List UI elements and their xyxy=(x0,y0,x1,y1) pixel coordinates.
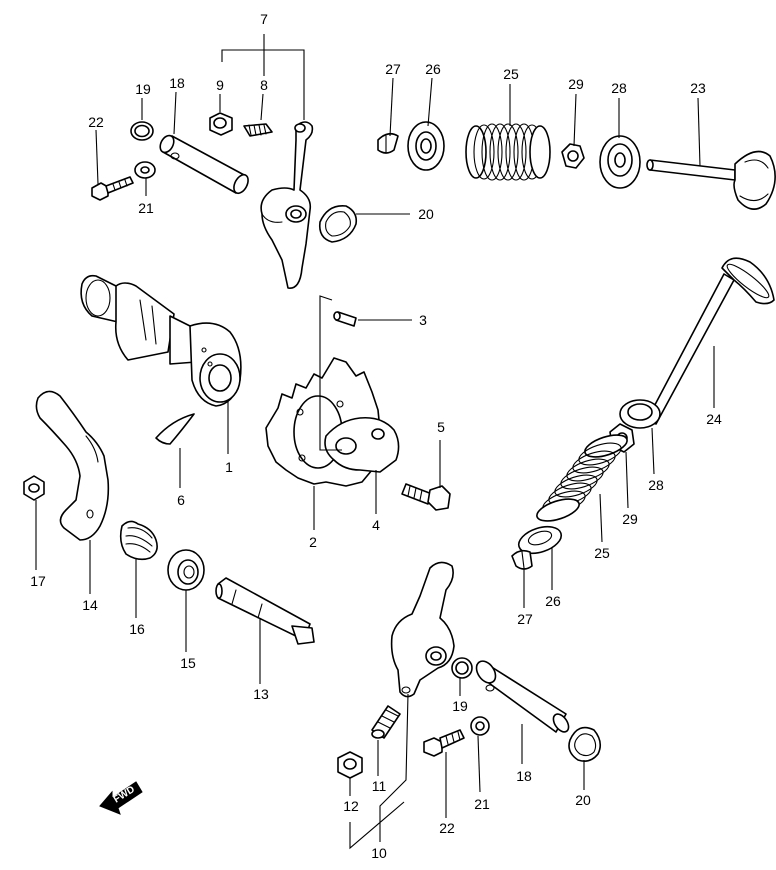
adjust-screw-8 xyxy=(243,123,273,137)
callout-12: 12 xyxy=(343,798,359,814)
callout-24: 24 xyxy=(706,411,722,427)
callout-28-top: 28 xyxy=(611,80,627,96)
callout-14: 14 xyxy=(82,597,98,613)
o-ring-19-bottom xyxy=(451,657,473,679)
callout-26-top: 26 xyxy=(425,61,441,77)
callout-9: 9 xyxy=(216,77,224,93)
pin-6 xyxy=(155,413,195,445)
retainer-26-top xyxy=(407,121,445,171)
callout-18-bottom: 18 xyxy=(516,768,532,784)
valve-spring-25-top xyxy=(465,123,551,181)
spring-seat-28-top xyxy=(599,135,641,189)
spring-16 xyxy=(119,520,158,561)
callout-15: 15 xyxy=(180,655,196,671)
rocker-arm-10 xyxy=(390,561,455,698)
o-ring-19-top xyxy=(130,121,154,141)
callout-21-bottom: 21 xyxy=(474,796,490,812)
callout-22-bottom: 22 xyxy=(439,820,455,836)
callout-20-bottom: 20 xyxy=(575,792,591,808)
retainer-26-mid xyxy=(517,525,563,555)
callout-16: 16 xyxy=(129,621,145,637)
sprocket-bolt-5 xyxy=(401,483,451,511)
callout-22-top: 22 xyxy=(88,114,104,130)
callout-8: 8 xyxy=(260,77,268,93)
intake-valve-24 xyxy=(646,257,775,425)
nut-12 xyxy=(337,751,363,779)
callout-19-top: 19 xyxy=(135,81,151,97)
callout-3: 3 xyxy=(419,312,427,328)
callout-25-mid: 25 xyxy=(594,545,610,561)
gasket-20-bottom xyxy=(568,726,602,762)
callout-20-top: 20 xyxy=(418,206,434,222)
leader-lines xyxy=(35,34,715,850)
callout-11: 11 xyxy=(372,778,387,794)
callout-21-top: 21 xyxy=(138,200,154,216)
callout-7: 7 xyxy=(260,11,268,27)
cotter-27-mid xyxy=(511,549,533,570)
rocker-shaft-18-bottom xyxy=(475,660,570,733)
callout-29-mid: 29 xyxy=(622,511,638,527)
adjust-nut-9 xyxy=(209,112,233,136)
callout-27-mid: 27 xyxy=(517,611,533,627)
bolt-22-bottom xyxy=(423,729,465,757)
cotter-27-top xyxy=(377,132,399,154)
nut-17 xyxy=(23,475,45,501)
camshaft-1 xyxy=(80,274,242,407)
rocker-arm-7 xyxy=(260,121,314,289)
valve-spring-25-mid xyxy=(536,434,628,522)
callout-29-top: 29 xyxy=(568,76,584,92)
callout-2: 2 xyxy=(309,534,317,550)
exhaust-valve-23 xyxy=(646,150,776,210)
callout-18-top: 18 xyxy=(169,75,185,91)
gasket-20-top xyxy=(318,205,358,243)
washer-21-bottom xyxy=(470,716,490,736)
callout-23: 23 xyxy=(690,80,706,96)
spring-seat-28-mid xyxy=(619,399,661,429)
callout-28-mid: 28 xyxy=(648,477,664,493)
adjust-screw-11 xyxy=(371,705,401,739)
tensioner-arm-14 xyxy=(35,390,110,541)
callout-6: 6 xyxy=(177,492,185,508)
callout-13: 13 xyxy=(253,686,269,702)
callout-19-bottom: 19 xyxy=(452,698,468,714)
seal-15 xyxy=(167,549,205,591)
dowel-pin-3 xyxy=(333,311,357,327)
tensioner-shaft-13 xyxy=(215,577,315,645)
stem-seal-29-top xyxy=(561,143,585,169)
callout-27-top: 27 xyxy=(385,61,401,77)
washer-21-top xyxy=(134,161,156,179)
bolt-22-top xyxy=(91,176,134,201)
callout-4: 4 xyxy=(372,517,380,533)
rocker-shaft-18-top xyxy=(159,134,249,195)
fwd-arrow-icon: FWD xyxy=(99,781,143,815)
callout-1: 1 xyxy=(225,459,233,475)
callout-26-mid: 26 xyxy=(545,593,561,609)
callout-17: 17 xyxy=(30,573,46,589)
callout-numbers: 7 9 8 18 19 22 21 20 27 26 25 29 28 23 3… xyxy=(30,11,722,861)
callout-5: 5 xyxy=(437,419,445,435)
callout-25-top: 25 xyxy=(503,66,519,82)
callout-10: 10 xyxy=(371,845,387,861)
